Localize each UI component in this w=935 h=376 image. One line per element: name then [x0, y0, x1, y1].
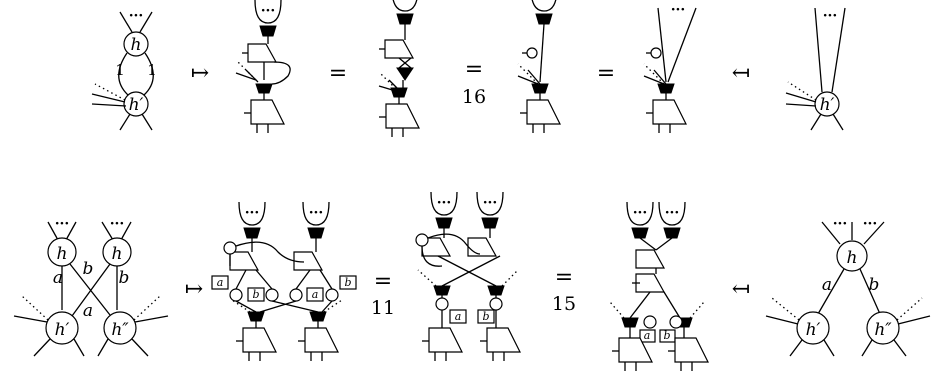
- svg-text:···: ···: [110, 216, 125, 232]
- top-equals-3: =: [597, 61, 615, 86]
- top-edge-label-left: 1: [115, 61, 125, 79]
- bottom-target-graph: ··· ··· h a b h′ h″: [765, 216, 931, 357]
- bottom-target-edge-b: b: [869, 275, 880, 295]
- svg-text:h″: h″: [111, 320, 129, 340]
- top-diagram-2: [235, 0, 291, 134]
- bottom-target-node-h-prime: [796, 311, 830, 345]
- top-equals-1: =: [329, 61, 347, 86]
- top-maps-to: ↦: [191, 61, 209, 86]
- svg-text:b: b: [663, 329, 670, 342]
- svg-text:···: ···: [833, 216, 848, 232]
- top-node-h-label: h: [131, 35, 142, 55]
- top-edge-label-right: 1: [147, 61, 157, 79]
- bottom-edge-a-2: a: [83, 301, 93, 321]
- svg-text:···: ···: [863, 216, 878, 232]
- bottom-maps-to: ↦: [185, 277, 203, 302]
- top-diagram-5: ···: [643, 2, 697, 134]
- svg-text:h′: h′: [806, 320, 821, 340]
- top-h-dots: ···: [129, 8, 144, 24]
- svg-text:h: h: [57, 244, 68, 264]
- svg-text:···: ···: [671, 2, 686, 18]
- top-equals-ref: 16: [462, 86, 486, 108]
- bottom-equals-ref-1: 11: [371, 297, 395, 319]
- top-diagram-4: [517, 0, 561, 134]
- top-node-h: [123, 31, 149, 57]
- svg-text:h′: h′: [820, 95, 835, 115]
- svg-text:···: ···: [55, 216, 70, 232]
- bottom-maps-from: ↤: [732, 277, 750, 302]
- top-target-node-h-prime: [814, 91, 840, 117]
- svg-text:b: b: [344, 276, 351, 289]
- bottom-target-node-h-dprime: [866, 311, 900, 345]
- svg-text:h′: h′: [55, 320, 70, 340]
- top-equals-2: =: [465, 57, 483, 82]
- svg-text:b: b: [482, 310, 489, 323]
- svg-text:h: h: [112, 244, 123, 264]
- top-node-h-prime: [123, 91, 149, 117]
- top-diagram-3: [378, 0, 420, 138]
- svg-text:a: a: [217, 276, 224, 289]
- bottom-diagram-4: a b: [609, 201, 709, 372]
- bottom-diagram-3: a b: [415, 191, 521, 362]
- bottom-diagram-2: a b a b: [211, 201, 357, 362]
- bottom-source-graph: ··· ··· h h a b a b h′ h″: [13, 216, 169, 357]
- top-node-h-prime-label: h′: [129, 95, 144, 115]
- svg-text:h″: h″: [874, 320, 892, 340]
- bottom-node-h-prime: [45, 311, 79, 345]
- svg-text:a: a: [312, 288, 319, 301]
- bottom-target-edge-a: a: [822, 275, 832, 295]
- bottom-target-node-h: [836, 240, 868, 272]
- bottom-equals-2: =: [555, 265, 573, 290]
- svg-text:···: ···: [823, 8, 838, 24]
- bottom-node-h-dprime: [103, 311, 137, 345]
- svg-text:b: b: [252, 288, 259, 301]
- bottom-equals-ref-2: 15: [552, 293, 576, 315]
- svg-text:a: a: [644, 329, 651, 342]
- top-target-graph: ··· h′: [785, 7, 846, 131]
- bottom-edge-b-1: b: [83, 259, 94, 279]
- bottom-edge-a-1: a: [53, 268, 63, 288]
- bottom-equals-1: =: [374, 269, 392, 294]
- bottom-edge-b-2: b: [119, 268, 130, 288]
- top-source-graph: ··· h 1 1 h′: [91, 8, 157, 131]
- svg-text:h: h: [847, 248, 858, 268]
- svg-text:a: a: [455, 310, 462, 323]
- top-maps-from: ↤: [732, 61, 750, 86]
